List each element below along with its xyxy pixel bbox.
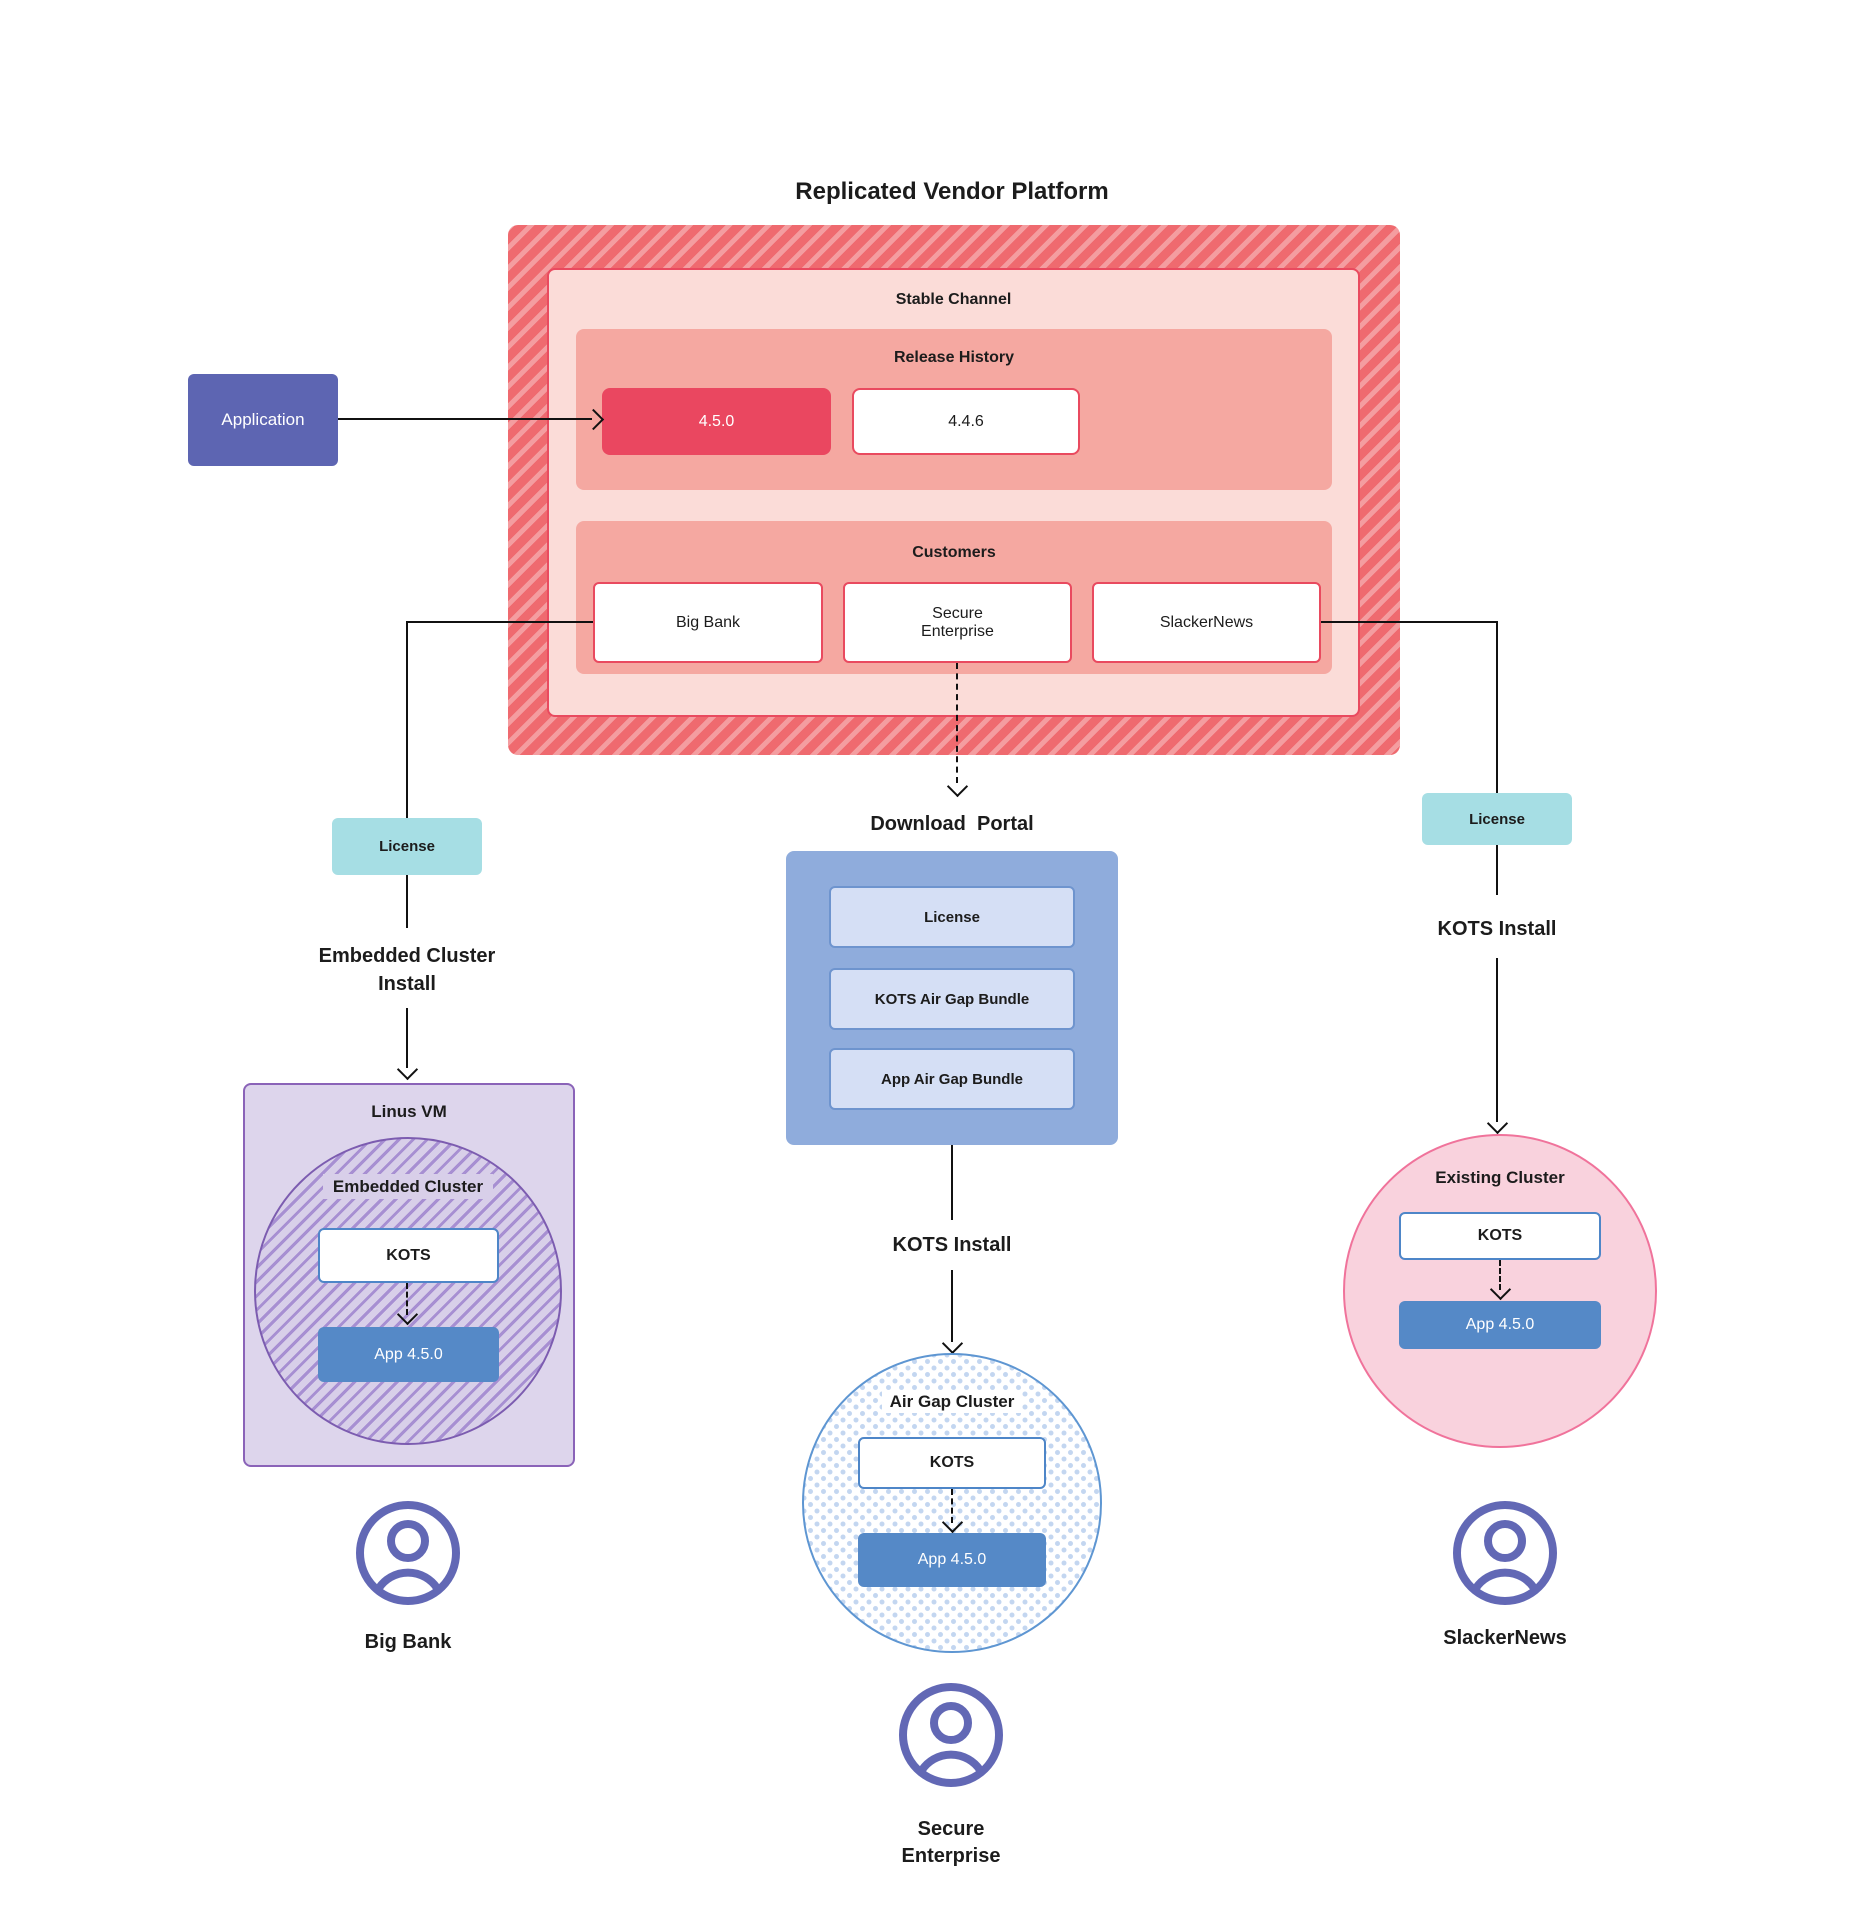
app-node-middle: App 4.5.0 — [858, 1533, 1046, 1587]
right-arrow-head — [1486, 1112, 1509, 1135]
customers-label: Customers — [912, 544, 996, 561]
license-chip-left: License — [332, 818, 482, 875]
download-portal-title: Download Portal — [870, 813, 1034, 835]
big-bank-connector-v — [406, 621, 408, 818]
slackernews-user-label: SlackerNews — [1443, 1627, 1567, 1649]
customer-secure-enterprise-label: Secure Enterprise — [921, 604, 994, 640]
license-chip-right: License — [1422, 793, 1572, 845]
right-line-below-license — [1496, 845, 1498, 895]
middle-arrow-line — [951, 1270, 953, 1342]
customer-big-bank: Big Bank — [593, 582, 823, 663]
secure-enterprise-dotted-line — [956, 663, 958, 783]
release-4-5-0: 4.5.0 — [602, 388, 831, 455]
app-node-right: App 4.5.0 — [1399, 1301, 1601, 1349]
kots-node-middle: KOTS — [858, 1437, 1046, 1489]
secure-enterprise-dotted-arrow-head — [946, 775, 969, 798]
customer-slackernews: SlackerNews — [1092, 582, 1321, 663]
user-icon — [356, 1501, 460, 1605]
middle-line-below-portal — [951, 1145, 953, 1220]
middle-arrow-head — [941, 1332, 964, 1355]
linus-vm-label: Linus VM — [371, 1102, 447, 1121]
diagram-title: Replicated Vendor Platform — [795, 178, 1109, 205]
slackernews-connector-v — [1496, 621, 1498, 793]
kots-install-label-right: KOTS Install — [1437, 918, 1557, 940]
user-icon — [1453, 1501, 1557, 1605]
stable-channel-label: Stable Channel — [895, 291, 1012, 308]
embedded-cluster-install-label: Embedded Cluster Install — [318, 945, 496, 995]
application-arrow-line — [338, 418, 592, 420]
customer-secure-enterprise: Secure Enterprise — [843, 582, 1072, 663]
existing-cluster-circle — [1343, 1134, 1657, 1448]
portal-item-kots-bundle: KOTS Air Gap Bundle — [829, 968, 1075, 1030]
embedded-cluster-label-wrap: Embedded Cluster — [254, 1174, 562, 1199]
kots-install-label-middle: KOTS Install — [892, 1234, 1012, 1256]
air-gap-cluster-label: Air Gap Cluster — [881, 1390, 1023, 1413]
big-bank-user-label: Big Bank — [364, 1631, 452, 1653]
release-4-4-6: 4.4.6 — [852, 388, 1080, 455]
portal-item-license: License — [829, 886, 1075, 948]
secure-enterprise-user-label: Secure Enterprise — [901, 1818, 1001, 1867]
left-kots-app-dashed — [406, 1283, 408, 1315]
release-history-label: Release History — [893, 349, 1015, 366]
kots-node-right: KOTS — [1399, 1212, 1601, 1260]
left-arrow-line — [406, 1008, 408, 1068]
embedded-cluster-label: Embedded Cluster — [322, 1174, 494, 1199]
left-line-below-license — [406, 875, 408, 928]
application-node: Application — [188, 374, 338, 466]
slackernews-connector-h — [1321, 621, 1498, 623]
big-bank-connector-h — [407, 621, 593, 623]
left-arrow-head — [396, 1058, 419, 1081]
app-node-left: App 4.5.0 — [318, 1327, 499, 1382]
existing-cluster-label: Existing Cluster — [1435, 1168, 1565, 1187]
user-icon — [899, 1683, 1003, 1787]
right-kots-app-dashed — [1499, 1260, 1501, 1290]
air-gap-cluster-circle — [802, 1353, 1102, 1653]
air-gap-cluster-label-wrap: Air Gap Cluster — [802, 1390, 1102, 1413]
kots-node-left: KOTS — [318, 1228, 499, 1283]
right-arrow-line — [1496, 958, 1498, 1122]
portal-item-app-bundle: App Air Gap Bundle — [829, 1048, 1075, 1110]
middle-kots-app-dashed — [951, 1489, 953, 1523]
embedded-cluster-circle — [254, 1137, 562, 1445]
